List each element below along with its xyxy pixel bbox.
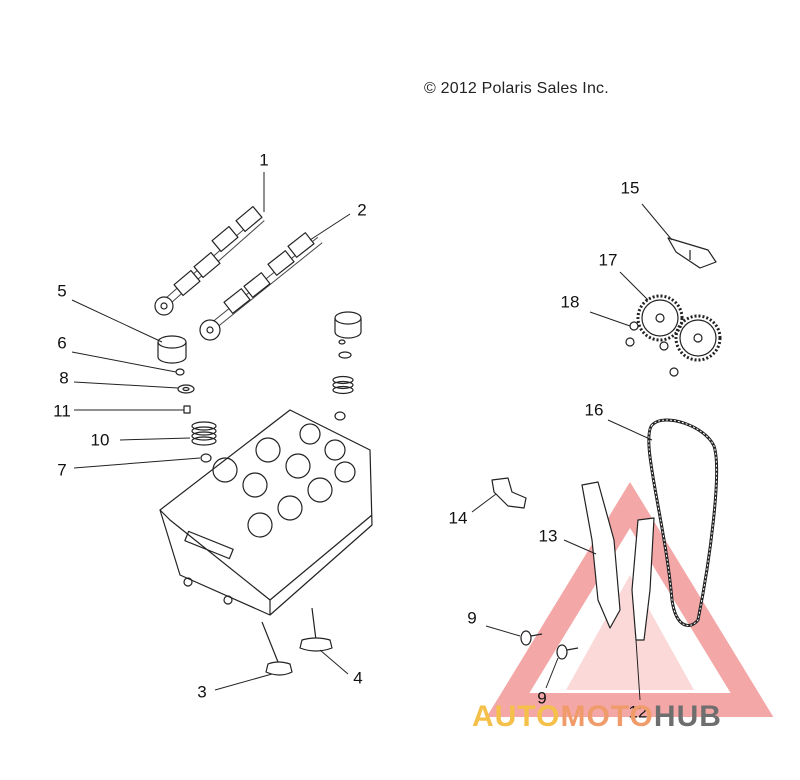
- callout-6: 6: [57, 333, 67, 353]
- tensioner-blade: [581, 481, 621, 629]
- callout-2: 2: [357, 200, 367, 220]
- chain-guide-lower: [631, 517, 655, 641]
- callout-9-lower: 9: [537, 688, 547, 708]
- callout-10: 10: [90, 430, 110, 450]
- callout-12: 12: [628, 702, 648, 722]
- callout-8: 8: [59, 368, 69, 388]
- callout-3: 3: [197, 682, 207, 702]
- camshaft-exhaust: [199, 232, 323, 341]
- callout-9-upper: 9: [467, 608, 477, 628]
- watermark-part-moto: MOTO: [560, 700, 654, 733]
- exhaust-valve: [299, 607, 333, 652]
- watermark-part-hub: HUB: [653, 700, 722, 733]
- chain-guide-upper: [667, 237, 717, 269]
- callout-18: 18: [560, 292, 580, 312]
- watermark-triangle: [486, 481, 774, 717]
- leader-lines: [71, 172, 673, 701]
- cam-sprocket-intake: [636, 294, 684, 342]
- camshaft-intake: [154, 205, 265, 316]
- watermark-part-auto: AUTO: [472, 700, 561, 733]
- cylinder-head: [159, 409, 373, 616]
- cam-chain: [647, 418, 719, 627]
- pivot-bolt-lower: [556, 644, 579, 660]
- valve-bucket-left: [157, 335, 187, 364]
- cam-sprocket-exhaust: [674, 314, 722, 362]
- pivot-bolt-upper: [520, 630, 543, 646]
- copyright-text: © 2012 Polaris Sales Inc.: [424, 80, 609, 97]
- callout-14: 14: [448, 508, 468, 528]
- callout-13: 13: [538, 526, 558, 546]
- callout-15: 15: [620, 178, 640, 198]
- callout-16: 16: [584, 400, 604, 420]
- callout-5: 5: [57, 281, 67, 301]
- valve-seal-left: [200, 453, 212, 463]
- intake-valve: [261, 621, 293, 676]
- valve-spring-left: [191, 421, 217, 446]
- valve-stack-right: [332, 339, 354, 421]
- spring-seat-left: [183, 405, 191, 414]
- callout-7: 7: [57, 460, 67, 480]
- callout-1: 1: [259, 150, 269, 170]
- callout-17: 17: [598, 250, 618, 270]
- chain-tensioner: [491, 477, 527, 509]
- valve-bucket-right: [334, 311, 362, 339]
- callout-11: 11: [53, 401, 71, 421]
- watermark-logo: AUTOMOTOHUB: [472, 700, 722, 734]
- spring-retainer-left: [177, 384, 195, 394]
- valve-keeper-left: [175, 368, 185, 376]
- callout-4: 4: [353, 668, 363, 688]
